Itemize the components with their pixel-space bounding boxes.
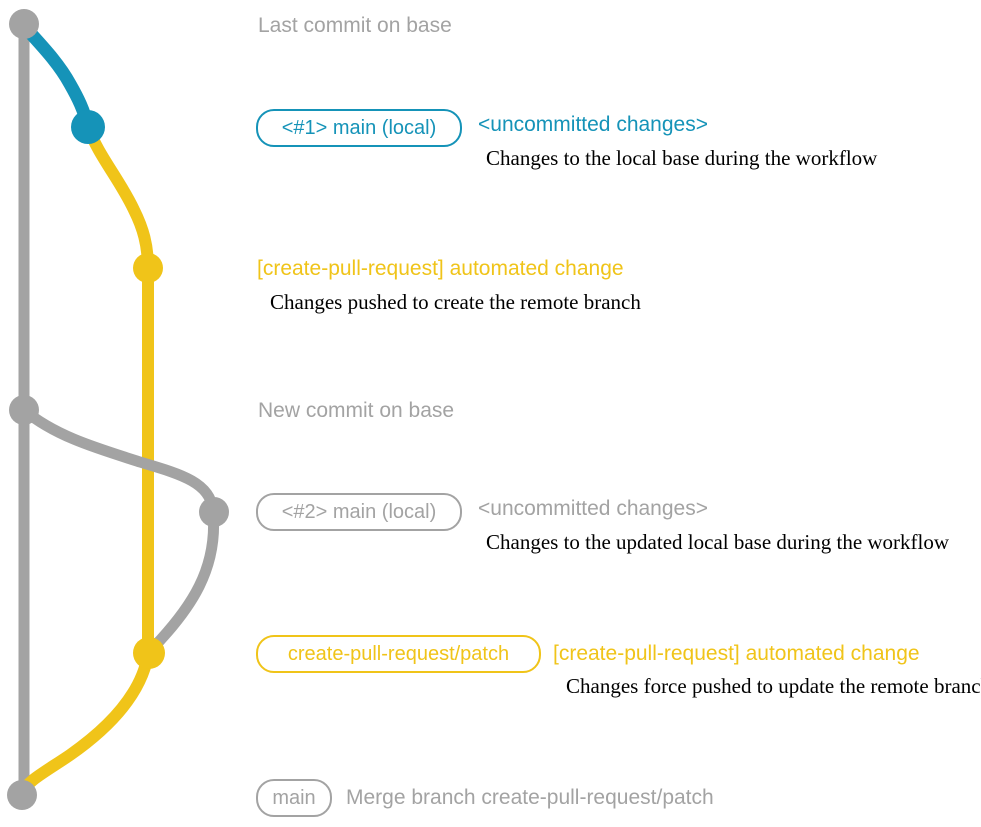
new-commit-label: New commit on base (258, 399, 455, 422)
local-change-curve (19, 21, 95, 129)
uncommitted-changes-label-2: <uncommitted changes> (478, 497, 708, 520)
commit-node-automated-change-1 (133, 253, 163, 283)
merge-curve (16, 653, 154, 796)
commit-node-new-base (9, 395, 39, 425)
commit-node-last-base (9, 9, 39, 39)
branch-tag-main-local-1: <#1> main (local) (256, 109, 462, 147)
commit-message-automated-1: [create-pull-request] automated change (257, 257, 624, 280)
rebase-curve-in (146, 511, 220, 655)
commit-node-local-main-1 (71, 110, 105, 144)
last-commit-label: Last commit on base (258, 14, 452, 37)
note-updated-local-base: Changes to the updated local base during… (486, 530, 950, 554)
rebase-curve-out (20, 405, 219, 512)
commit-node-automated-change-2 (133, 637, 165, 669)
commit-node-merge (7, 780, 37, 810)
commit-node-local-main-2 (199, 497, 229, 527)
commit-graph (7, 9, 229, 810)
uncommitted-changes-label-1: <uncommitted changes> (478, 113, 708, 136)
branch-tag-main: main (256, 779, 332, 817)
note-pushed-create: Changes pushed to create the remote bran… (270, 290, 641, 314)
note-force-pushed: Changes force pushed to update the remot… (566, 674, 981, 698)
branch-tag-create-pull-request-patch: create-pull-request/patch (256, 635, 541, 673)
commit-message-automated-2: [create-pull-request] automated change (553, 642, 920, 665)
remote-branch-line (82, 124, 154, 652)
branch-tag-main-local-2: <#2> main (local) (256, 493, 462, 531)
merge-commit-label: Merge branch create-pull-request/patch (346, 786, 714, 809)
note-local-base: Changes to the local base during the wor… (486, 146, 878, 170)
